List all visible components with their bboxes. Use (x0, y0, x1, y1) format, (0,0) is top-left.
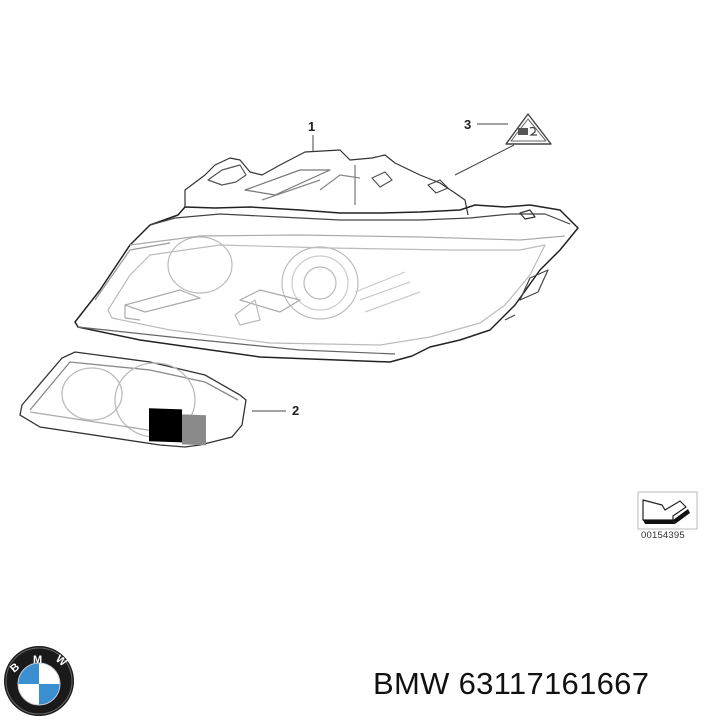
callout-1: 1 (308, 119, 316, 134)
caption-brand: BMW (373, 666, 450, 701)
reference-arrow-icon (637, 491, 698, 530)
headlight-housing-drawing (74, 149, 579, 363)
callout-3: 3 (464, 117, 472, 132)
diagram-reference-code: 00154395 (641, 530, 685, 541)
warning-triangle-icon (505, 113, 552, 145)
callout-2: 2 (292, 403, 300, 418)
headlight-lens-cover-drawing (19, 351, 247, 448)
lens-cover-gray-patch (182, 414, 206, 446)
caption-part-number: 63117161667 (458, 666, 650, 701)
bmw-logo: B M W (4, 646, 74, 716)
callout-leaders (252, 123, 515, 412)
part-caption: BMW 63117161667 (373, 666, 649, 702)
svg-text:M: M (33, 654, 42, 666)
lens-cover-black-patch (149, 408, 182, 443)
